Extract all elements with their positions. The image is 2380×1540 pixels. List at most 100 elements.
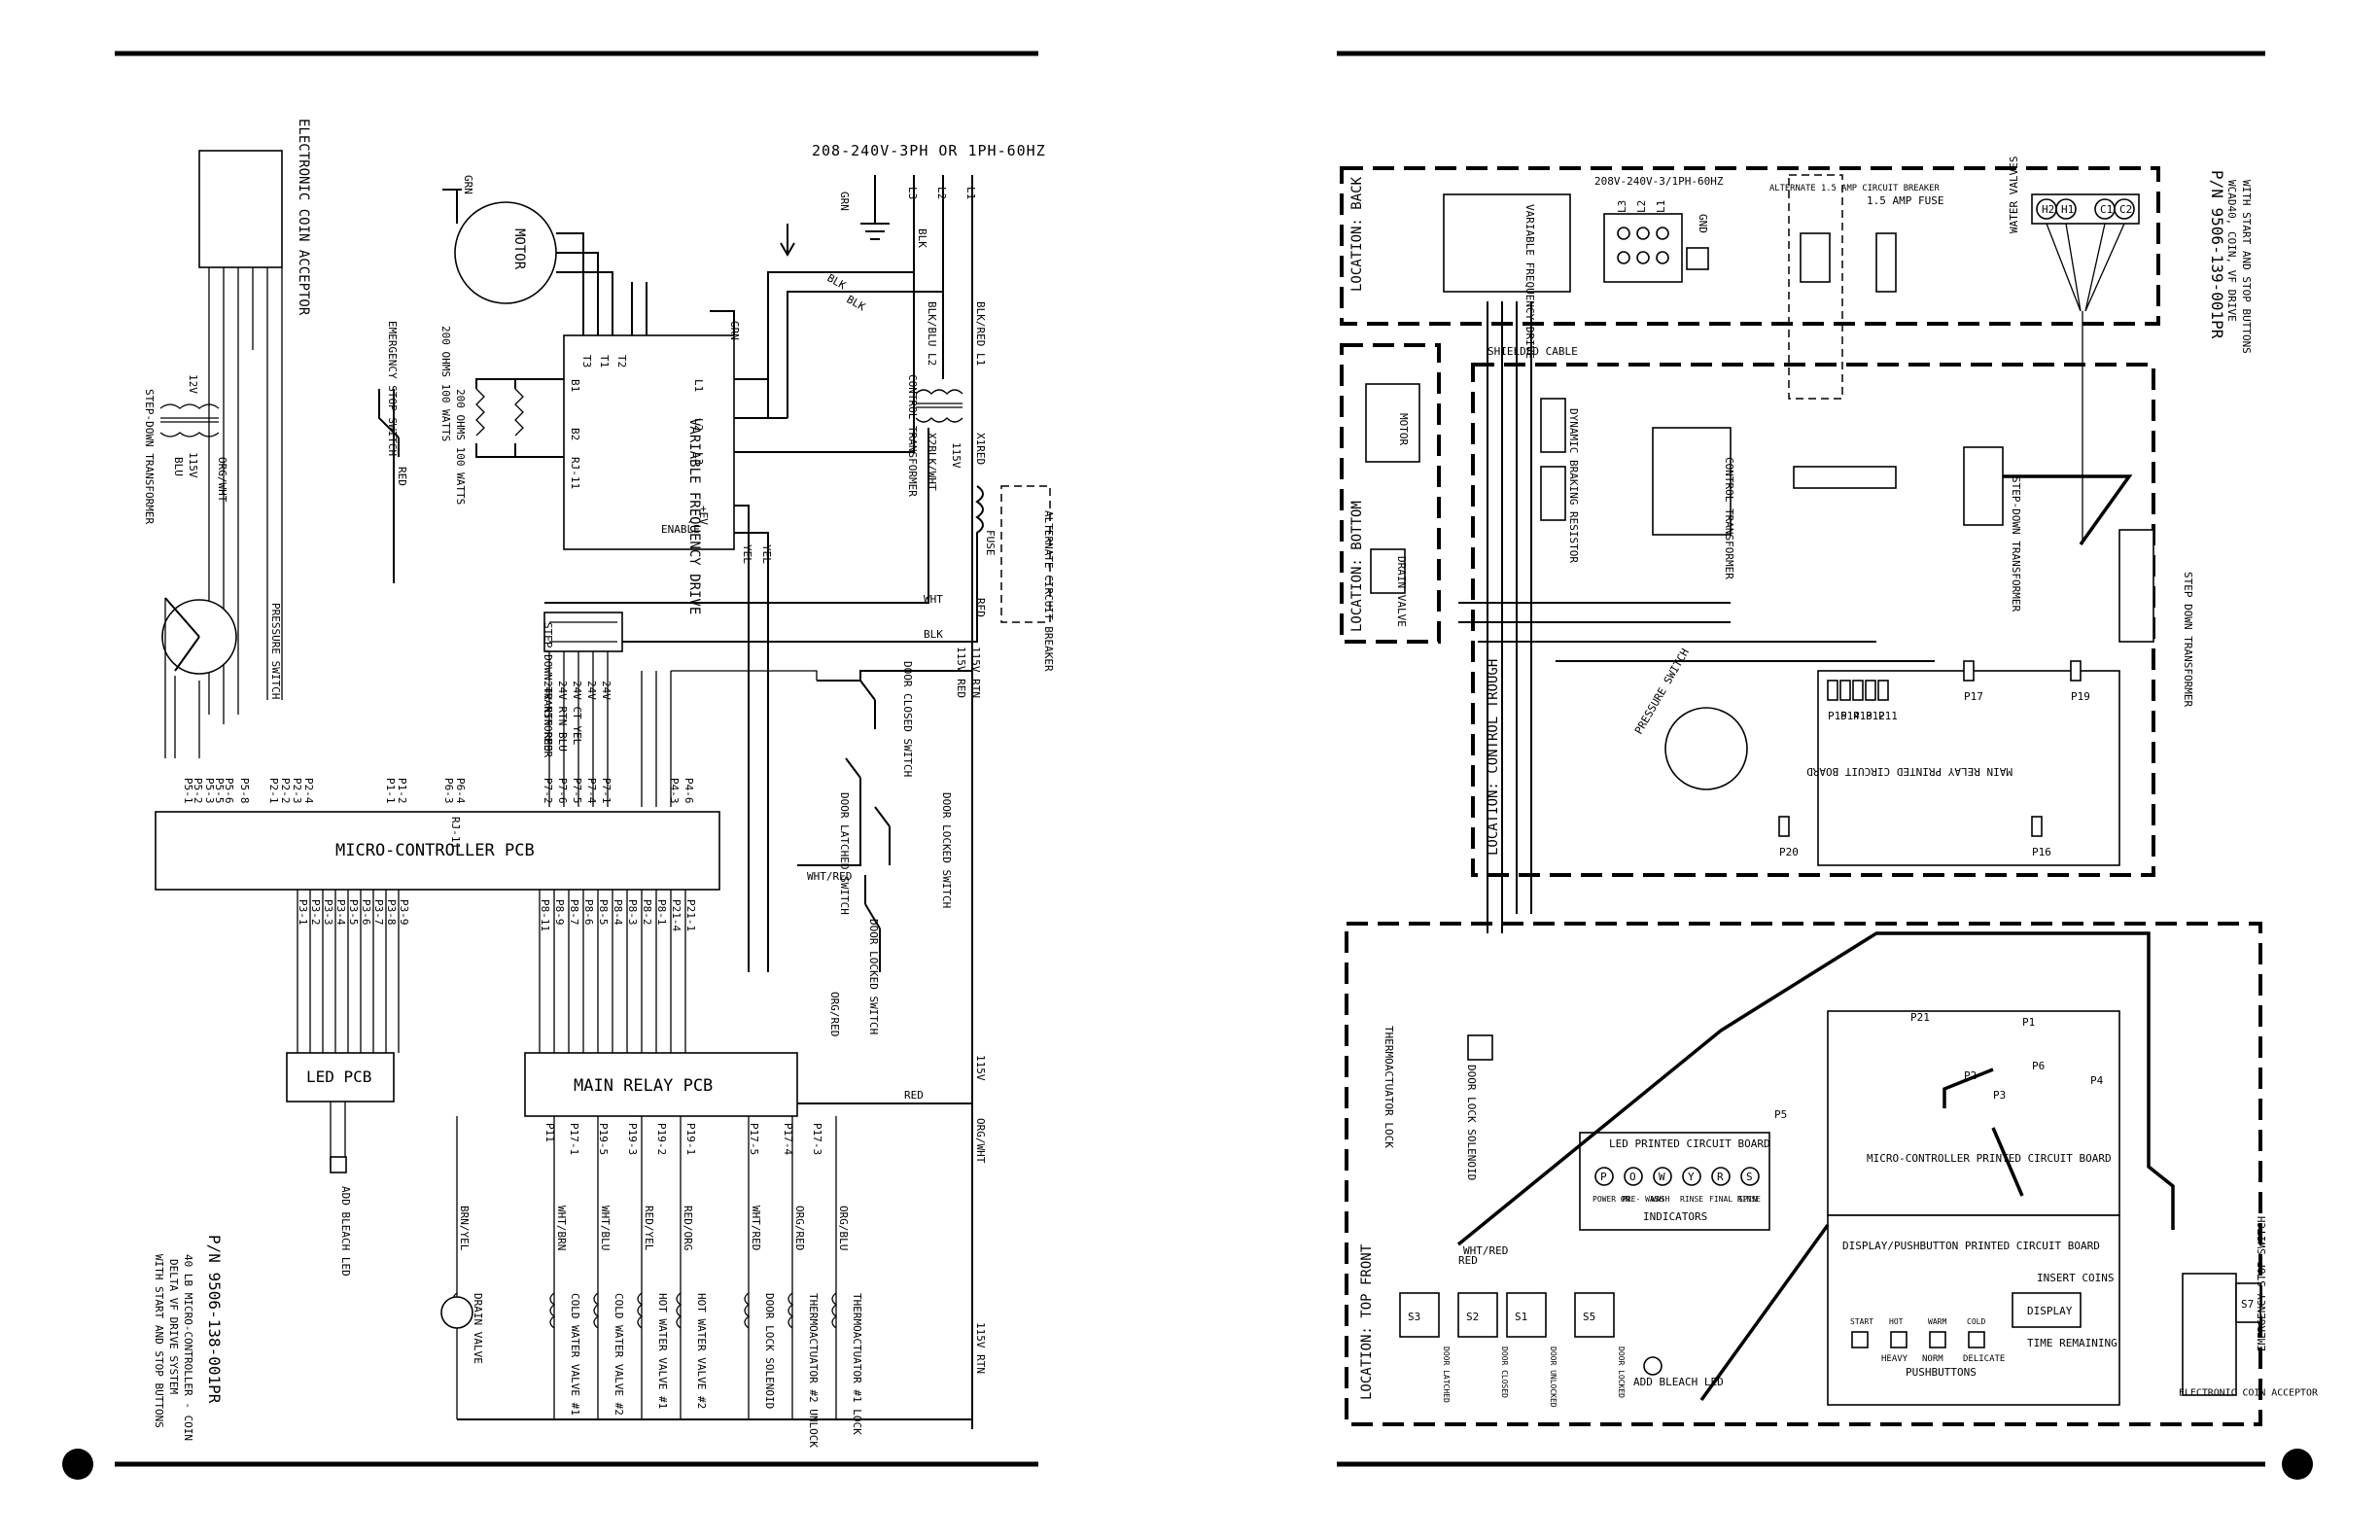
- relay-plug: [1827, 680, 1838, 701]
- micro-bottom-pin: P8-11: [539, 899, 551, 931]
- door-locked-label-b: DOOR LOCKED SWITCH: [867, 919, 880, 1034]
- control-transformer: CONTROL TRANSFORMER BLK/RED L1 BLK/BLU L…: [544, 301, 1055, 698]
- vfd-l2: L2: [692, 418, 705, 431]
- relay-plug: [1839, 680, 1851, 701]
- micro-top-pin: P4-6: [682, 778, 695, 804]
- right-l3: L3: [1616, 200, 1628, 213]
- supply-l2: L2: [935, 187, 948, 199]
- led-indicator-letter: S: [1746, 1171, 1753, 1183]
- vfd-enable: ENABLE: [661, 523, 700, 536]
- right-main-relay-board: [1817, 670, 2120, 866]
- micro-top-pin: P7-2: [542, 778, 554, 804]
- door-switch-name: DOOR UNLOCKED: [1549, 1347, 1558, 1408]
- micro-top-pin: P5-2: [192, 778, 204, 804]
- door-switch-id: S1: [1515, 1311, 1527, 1323]
- micro-bottom-pin: P3-9: [398, 899, 410, 926]
- loc-top-front-label: LOCATION: TOP FRONT: [1359, 1243, 1375, 1400]
- micro-bottom-pin: P8-4: [612, 899, 624, 926]
- micro-plug-label: P5: [1774, 1108, 1787, 1121]
- punch-hole-right: [2282, 1449, 2313, 1480]
- loc-control-label: LOCATION: CONTROL TROUGH: [1486, 659, 1501, 856]
- braking-resistors: 200 OHMS 100 WATTS 200 OHMS 100 WATTS: [439, 326, 564, 505]
- emergency-stop-left: EMERGENCY STOP SWITCH RED: [378, 321, 408, 583]
- right-coin-acceptor-label: ELECTRONIC COIN ACCEPTOR: [2179, 1388, 2318, 1399]
- led-indicator-label: SPIN: [1738, 1195, 1757, 1204]
- led-indicator-letter: W: [1659, 1171, 1665, 1183]
- load-name: HOT WATER VALVE #1: [656, 1293, 669, 1409]
- loc-bottom-label: LOCATION: BOTTOM: [1349, 501, 1365, 632]
- door-switches-left: DOOR CLOSED SWITCH DOOR LATCHED SWITCH D…: [797, 661, 972, 1036]
- add-bleach-label: ADD BLEACH LED: [339, 1186, 352, 1277]
- micro-top-pin: P7-4: [585, 778, 598, 804]
- relay-plug: [1865, 680, 1876, 701]
- right-gnd-block: [1686, 247, 1709, 270]
- loc-back-box: [1340, 166, 2160, 326]
- valve-h1: [2055, 198, 2077, 220]
- load-name: THERMOACTUATOR #1 LOCK: [851, 1293, 863, 1435]
- micro-bottom-pin: P8-2: [641, 899, 653, 926]
- led-indicator-letter: R: [1717, 1171, 1724, 1183]
- door-locked-label-a: DOOR LOCKED SWITCH: [940, 792, 953, 908]
- right-display-window: [2012, 1292, 2082, 1328]
- relay-plug-label: P19: [2071, 690, 2090, 703]
- micro-top-pin: P5-6: [223, 778, 235, 804]
- step-down-transformer-left: 12V 115V BLU ORG/WHT STEP-DOWN TRANSFORM…: [143, 374, 228, 524]
- valve-c1-label: C1: [2100, 203, 2113, 216]
- relay-plug-label: P15: [1828, 710, 1847, 722]
- right-emergency-label: EMERGENCY STOP SWITCH: [2256, 1216, 2268, 1351]
- micro-top-pin: P5-1: [182, 778, 194, 804]
- tap-24v-ct: 24V CT YEL: [571, 681, 583, 746]
- right-motor-label: MOTOR: [1397, 413, 1410, 445]
- micro-plug-label: P21: [1910, 1011, 1930, 1024]
- right-micro-board-label: MICRO-CONTROLLER PRINTED CIRCUIT BOARD: [1867, 1152, 2112, 1165]
- xfmr-label: STEP-DOWN TRANSFORMER: [143, 389, 156, 524]
- relay-plug-label: P20: [1779, 846, 1799, 858]
- pushbutton-label: HOT: [1889, 1317, 1904, 1326]
- vfd-t3: T3: [580, 355, 593, 368]
- vfd-rj11: RJ-11: [569, 457, 581, 489]
- valve-c2-label: C2: [2119, 203, 2132, 216]
- micro-controller-pcb: [155, 811, 720, 891]
- right-insert-coins: INSERT COINS: [2037, 1272, 2114, 1284]
- shielded-cable-label: SHIELDED CABLE: [1488, 345, 1578, 358]
- right-step-down: [1963, 446, 2004, 526]
- micro-plug-label: P6: [2032, 1060, 2045, 1072]
- led-indicator-dot: [1682, 1167, 1701, 1186]
- micro-top-pin: P2-2: [279, 778, 292, 804]
- right-s7-box: [2235, 1282, 2261, 1323]
- vfd-l3: L3: [692, 452, 705, 465]
- door-switch-name: DOOR LOCKED: [1617, 1347, 1626, 1398]
- load-name: THERMOACTUATOR #2 UNLOCK: [807, 1293, 820, 1448]
- micro-bottom-pin: P8-1: [655, 899, 668, 926]
- right-micro-board: [1827, 1010, 2120, 1216]
- micro-top-pin: P4-3: [668, 778, 681, 804]
- micro-top-pin: P5-5: [213, 778, 226, 804]
- relay-plug: [1778, 816, 1790, 837]
- relay-plug-label: P16: [2032, 846, 2051, 858]
- load-wire-color: ORG/BLU: [837, 1206, 850, 1250]
- left-part-number: P/N 9506-138-001PR: [205, 1235, 224, 1404]
- relay-plug: [1852, 680, 1864, 701]
- load-name: COLD WATER VALVE #2: [612, 1293, 625, 1416]
- relay-plug-label: P11: [1878, 710, 1898, 722]
- motor-symbol: [454, 201, 557, 304]
- right-l1: L1: [1655, 200, 1667, 213]
- micro-bottom-pin: P21-1: [684, 899, 697, 931]
- xfmr-blu: BLU: [172, 457, 185, 476]
- dynamic-braking-label: DYNAMIC BRAKING RESISTOR: [1567, 408, 1580, 563]
- micro-top-pin: P6-3: [442, 778, 455, 804]
- right-door-lock-solenoid: [1467, 1034, 1493, 1061]
- xfmr-24v-label: STEP-DOWN TRANSFORMER: [542, 622, 554, 757]
- vfd-box: [563, 334, 735, 550]
- relay-bottom-pin: P11: [543, 1123, 556, 1142]
- relay-bottom-pin: P19-1: [684, 1123, 697, 1155]
- led-indicator-label: PRE- WASH: [1622, 1195, 1664, 1204]
- door-switch-name: DOOR CLOSED: [1500, 1347, 1509, 1398]
- right-dynamic-braking-b: [1540, 466, 1566, 521]
- right-pn-sub2: WITH START AND STOP BUTTONS: [2240, 180, 2253, 354]
